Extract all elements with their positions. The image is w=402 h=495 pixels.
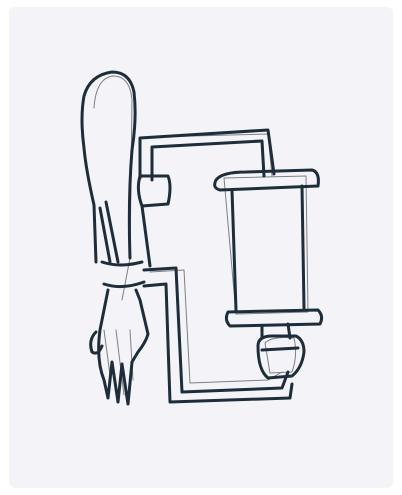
upper-tube-inner: [152, 141, 264, 180]
arm-outline: [82, 72, 135, 262]
cylinder-body-right: [302, 186, 304, 308]
lower-tube-inner: [144, 284, 292, 402]
cylinder-body-left: [232, 190, 236, 310]
pencil-underdrawing: [94, 76, 308, 395]
pump-body: [258, 336, 304, 378]
ink-drawing: [82, 72, 322, 404]
upper-clamp: [138, 176, 170, 206]
wrist-band-lower: [104, 282, 144, 287]
arm-tube-connector: [142, 206, 150, 266]
pencil-arm-guide: [94, 76, 132, 300]
pump-seam: [262, 348, 298, 350]
wrist-band: [102, 262, 142, 265]
pencil-pump-guide: [265, 338, 296, 373]
